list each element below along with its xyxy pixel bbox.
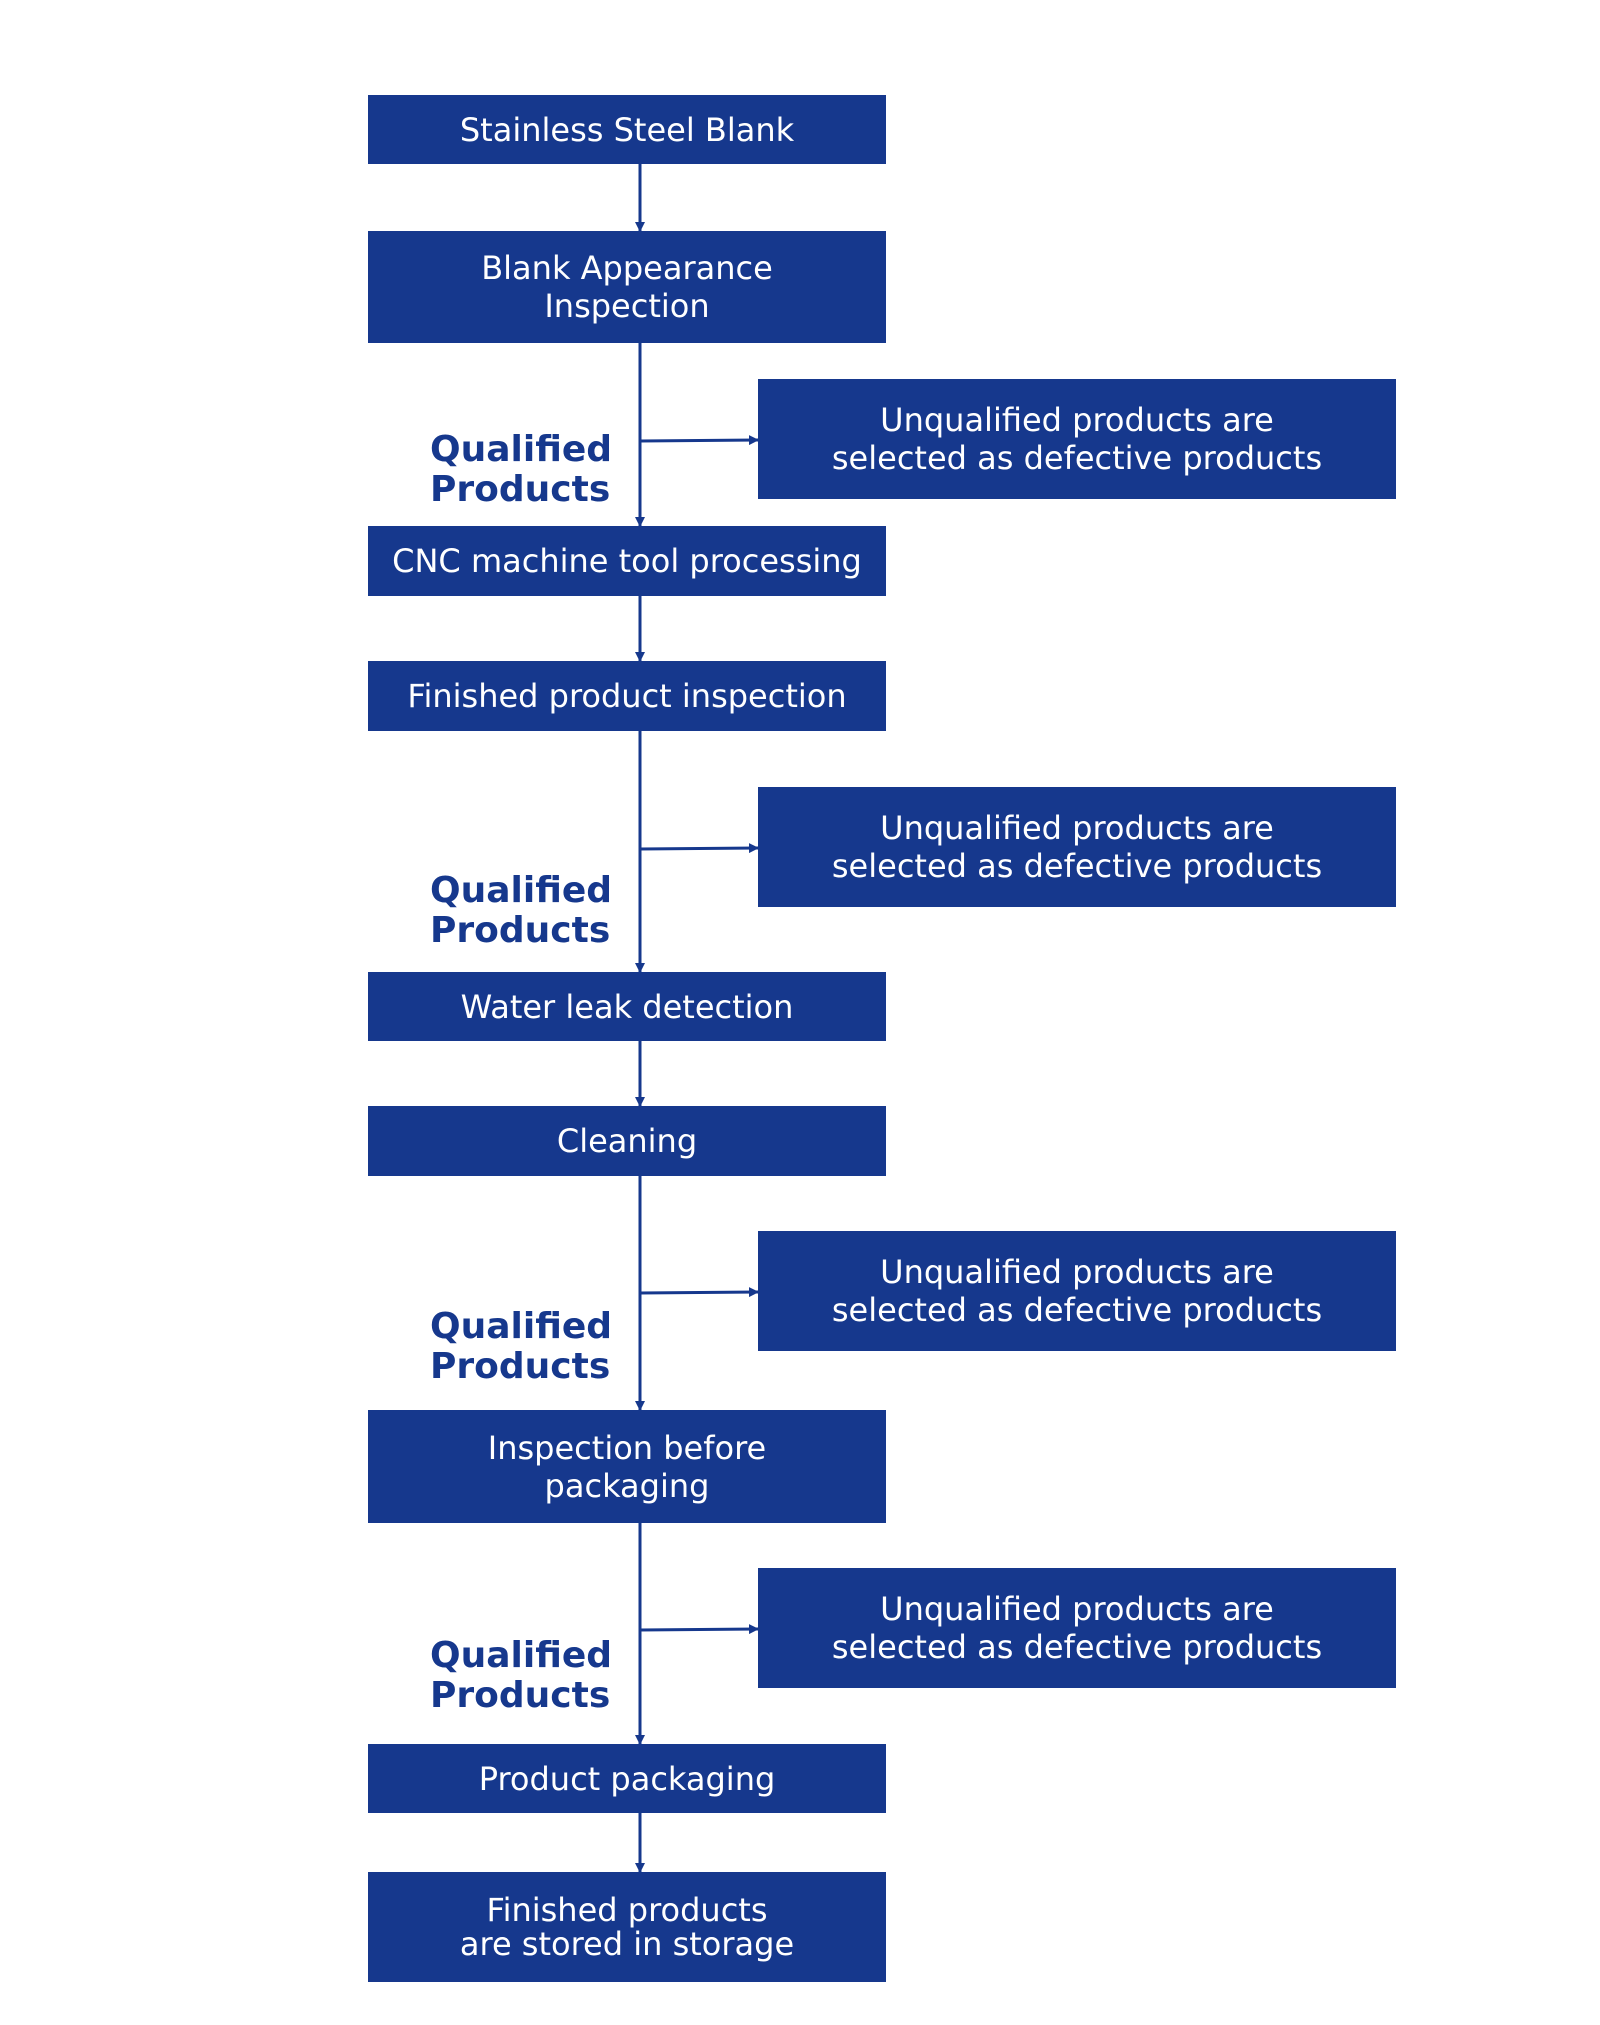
reject-arrow-2 [639,843,759,854]
reject-box-3: Unqualified products are selected as def… [758,1231,1396,1351]
qualified-products-label-2: Qualified Products [430,870,613,951]
qualified-products-label-3: Qualified Products [430,1306,613,1387]
step-inspection-before-packaging: Inspection before packaging [368,1410,886,1523]
step-stainless-steel-blank: Stainless Steel Blank [368,95,886,164]
step-finished-products-stored: Finished products are stored in storage [368,1872,886,1982]
reject-box-4: Unqualified products are selected as def… [758,1568,1396,1688]
step-cnc-machine-tool-processing: CNC machine tool processing [368,526,886,596]
step-product-packaging: Product packaging [368,1744,886,1813]
step-cleaning: Cleaning [368,1106,886,1176]
qualified-products-label-4: Qualified Products [430,1635,613,1716]
qualified-products-label-1: Qualified Products [430,429,613,510]
reject-arrow-1 [639,435,759,446]
reject-arrow-3 [639,1287,759,1298]
reject-arrow-4 [639,1624,759,1635]
reject-box-2: Unqualified products are selected as def… [758,787,1396,907]
step-blank-appearance-inspection: Blank Appearance Inspection [368,231,886,343]
reject-box-1: Unqualified products are selected as def… [758,379,1396,499]
step-finished-product-inspection: Finished product inspection [368,661,886,731]
step-water-leak-detection: Water leak detection [368,972,886,1041]
